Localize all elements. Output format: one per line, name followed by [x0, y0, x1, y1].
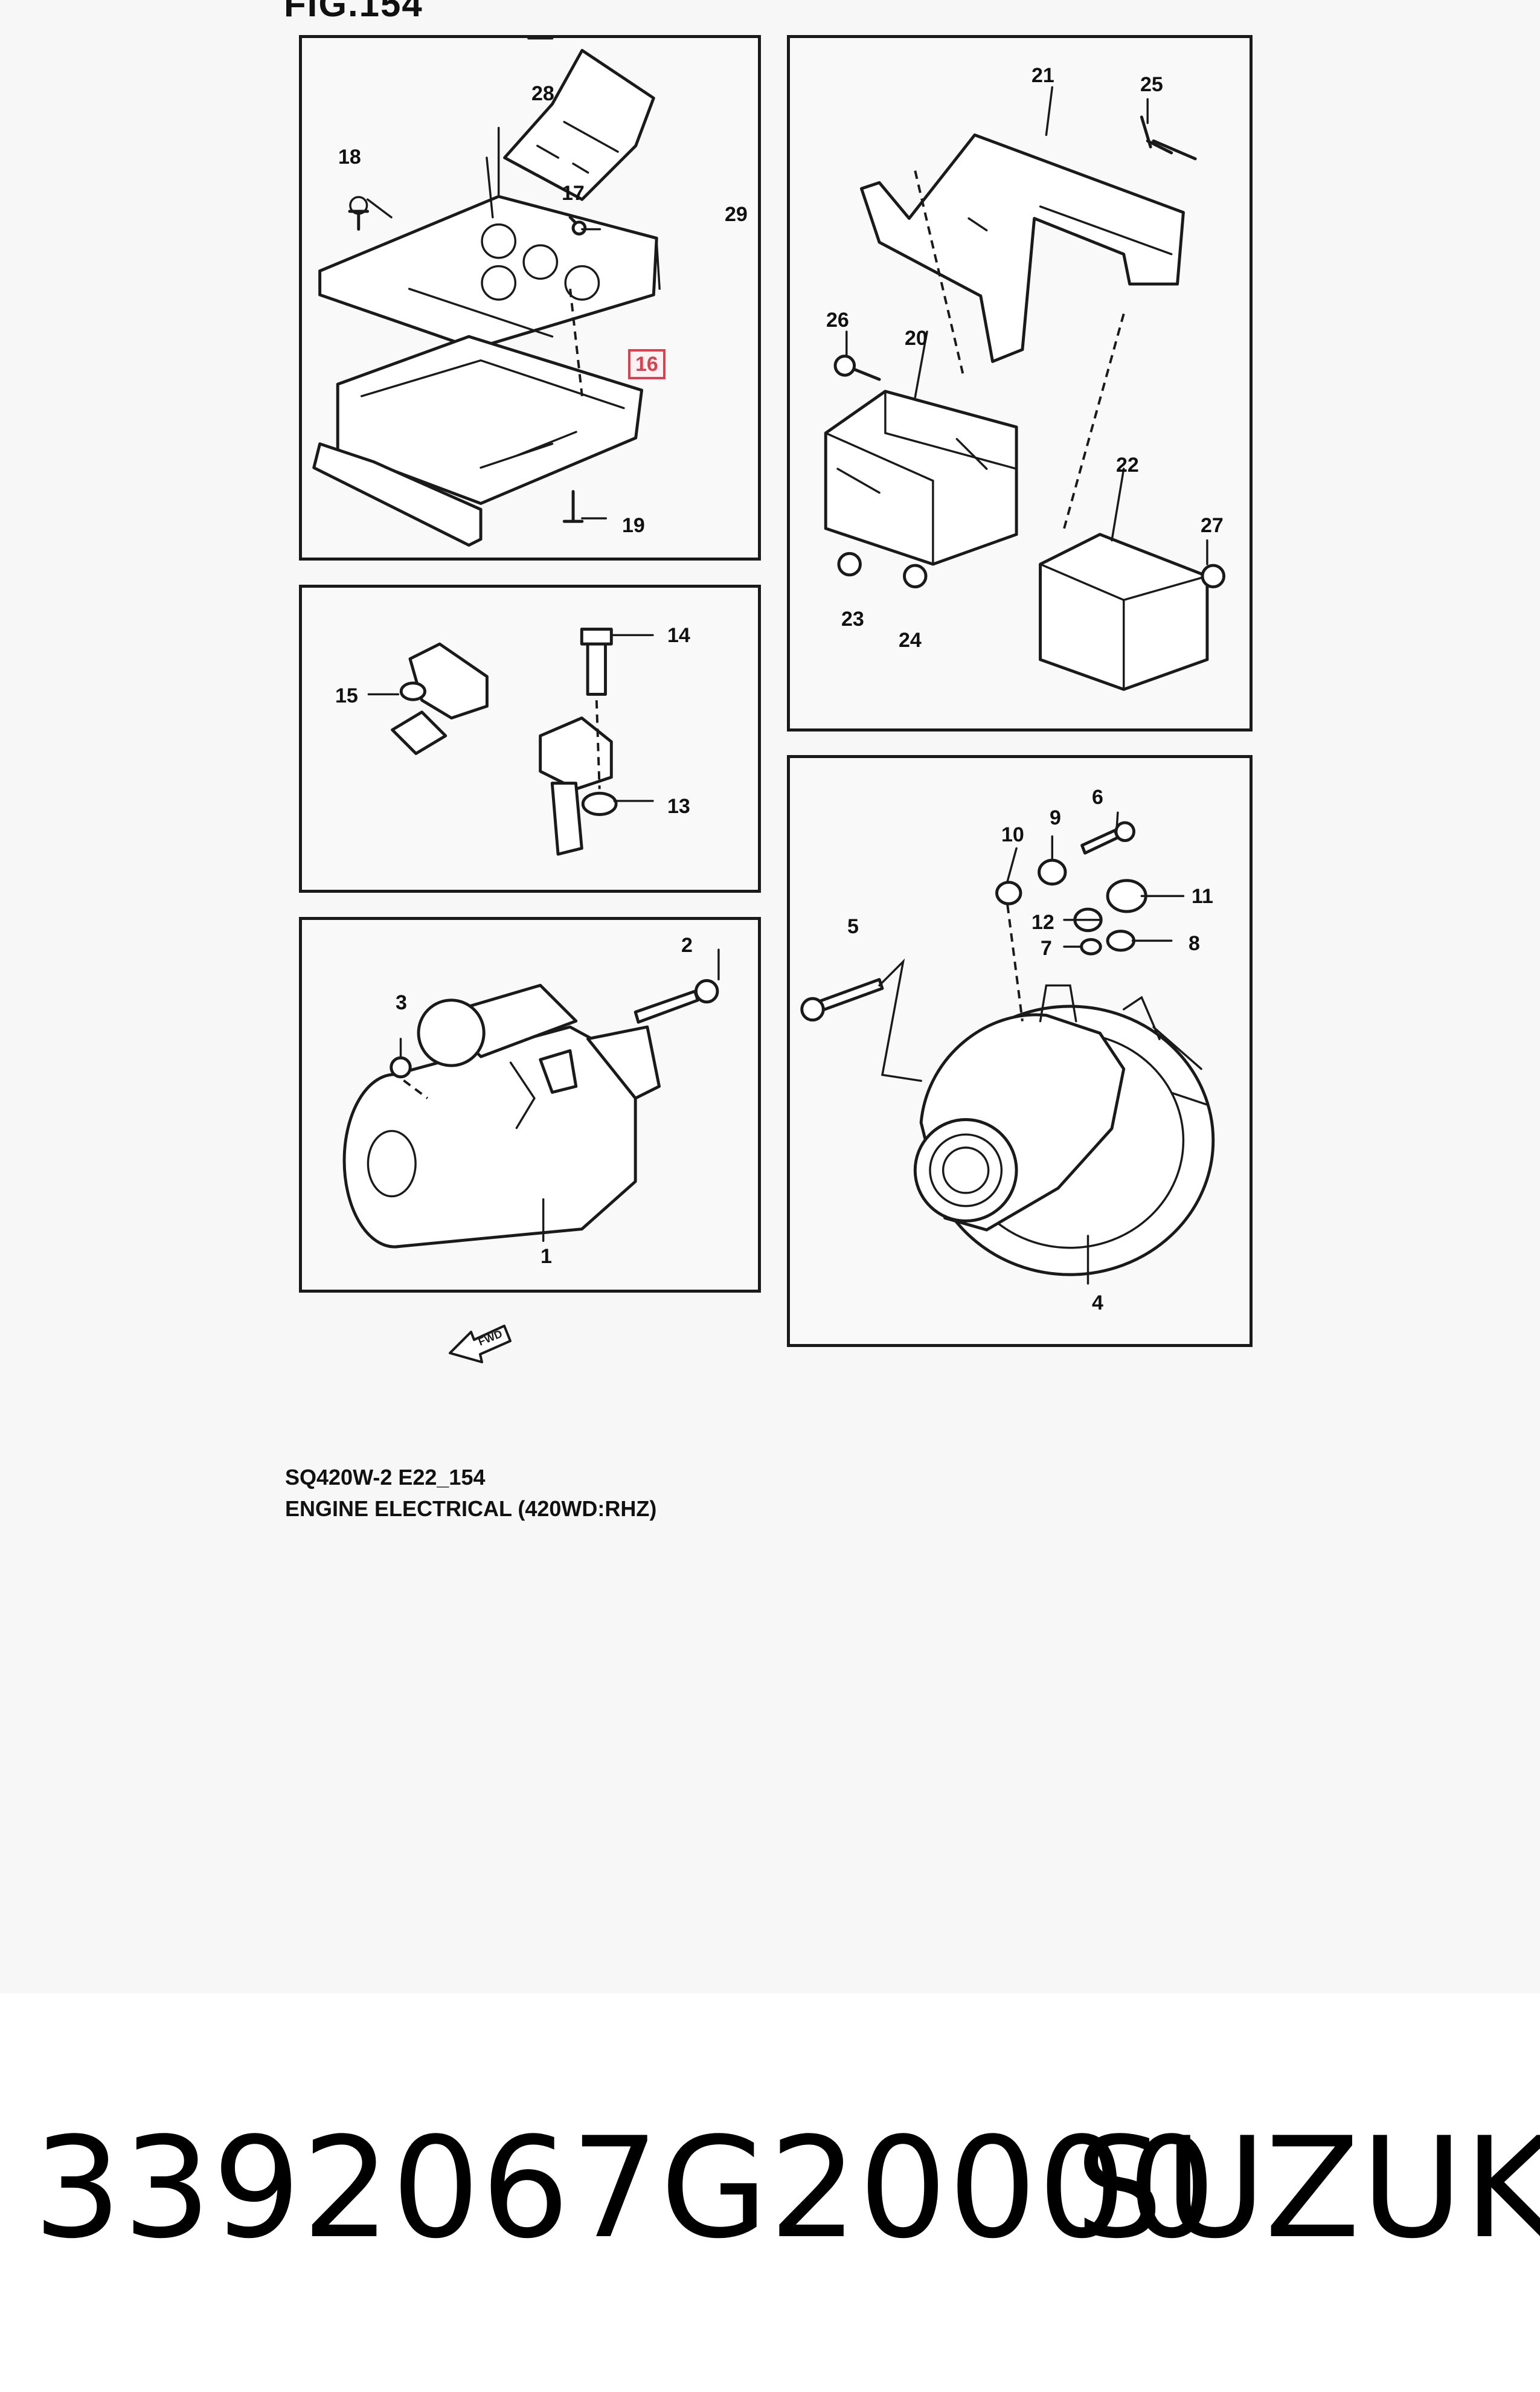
callout-4: 4 [1092, 1291, 1103, 1314]
alternator-drawing [800, 811, 1215, 1285]
callout-27: 27 [1201, 514, 1224, 537]
callout-21: 21 [1031, 64, 1054, 87]
panel-ecm: 28 18 17 29 16 19 [299, 35, 761, 561]
callout-18: 18 [338, 146, 361, 169]
starter-drawing [342, 948, 720, 1249]
diagram-caption: SQ420W-2 E22_154 ENGINE ELECTRICAL (420W… [285, 1462, 656, 1525]
callout-10: 10 [1001, 823, 1024, 846]
callout-6: 6 [1092, 786, 1103, 809]
callout-2: 2 [681, 934, 693, 957]
callout-23: 23 [841, 608, 864, 631]
callout-9: 9 [1050, 806, 1061, 829]
callout-26: 26 [826, 309, 849, 332]
sensors-drawing [367, 628, 654, 856]
callout-17: 17 [562, 182, 585, 205]
callout-15: 15 [335, 684, 358, 707]
panel-starter: 3 2 1 [299, 917, 761, 1293]
fwd-arrow-icon: FWD [449, 1325, 512, 1363]
parts-diagram-sheet: FIG.154 [284, 0, 1253, 1525]
figure-title: FIG.154 [284, 0, 423, 24]
callout-16-highlighted[interactable]: 16 [628, 349, 666, 379]
footer [0, 1993, 1540, 2392]
callout-7: 7 [1041, 937, 1052, 960]
callout-19: 19 [622, 514, 645, 537]
callout-5: 5 [847, 915, 859, 938]
callout-29: 29 [725, 203, 748, 226]
brand-name: SUZUKI [1075, 2108, 1540, 2269]
panel-relays: 21 25 26 20 22 27 23 24 [787, 35, 1253, 731]
callout-20: 20 [905, 327, 928, 350]
callout-24: 24 [899, 629, 922, 652]
callout-12: 12 [1031, 911, 1054, 934]
part-number: 3392067G20000 [33, 2108, 1218, 2269]
ecm-drawing [312, 37, 661, 547]
callout-11: 11 [1192, 885, 1213, 908]
callout-13: 13 [667, 795, 690, 818]
callout-28: 28 [531, 82, 554, 105]
callout-3: 3 [396, 991, 407, 1014]
callout-1: 1 [541, 1245, 552, 1268]
callout-14: 14 [667, 624, 690, 647]
caption-code: SQ420W-2 E22_154 [285, 1465, 486, 1490]
callout-22: 22 [1116, 454, 1139, 477]
panel-alternator: 10 9 6 5 12 11 7 8 4 [787, 755, 1253, 1347]
caption-description: ENGINE ELECTRICAL (420WD:RHZ) [285, 1496, 657, 1521]
panel-sensors: 15 14 13 [299, 585, 761, 893]
relays-drawing [824, 86, 1226, 691]
callout-25: 25 [1140, 73, 1163, 96]
callout-8: 8 [1189, 932, 1200, 955]
